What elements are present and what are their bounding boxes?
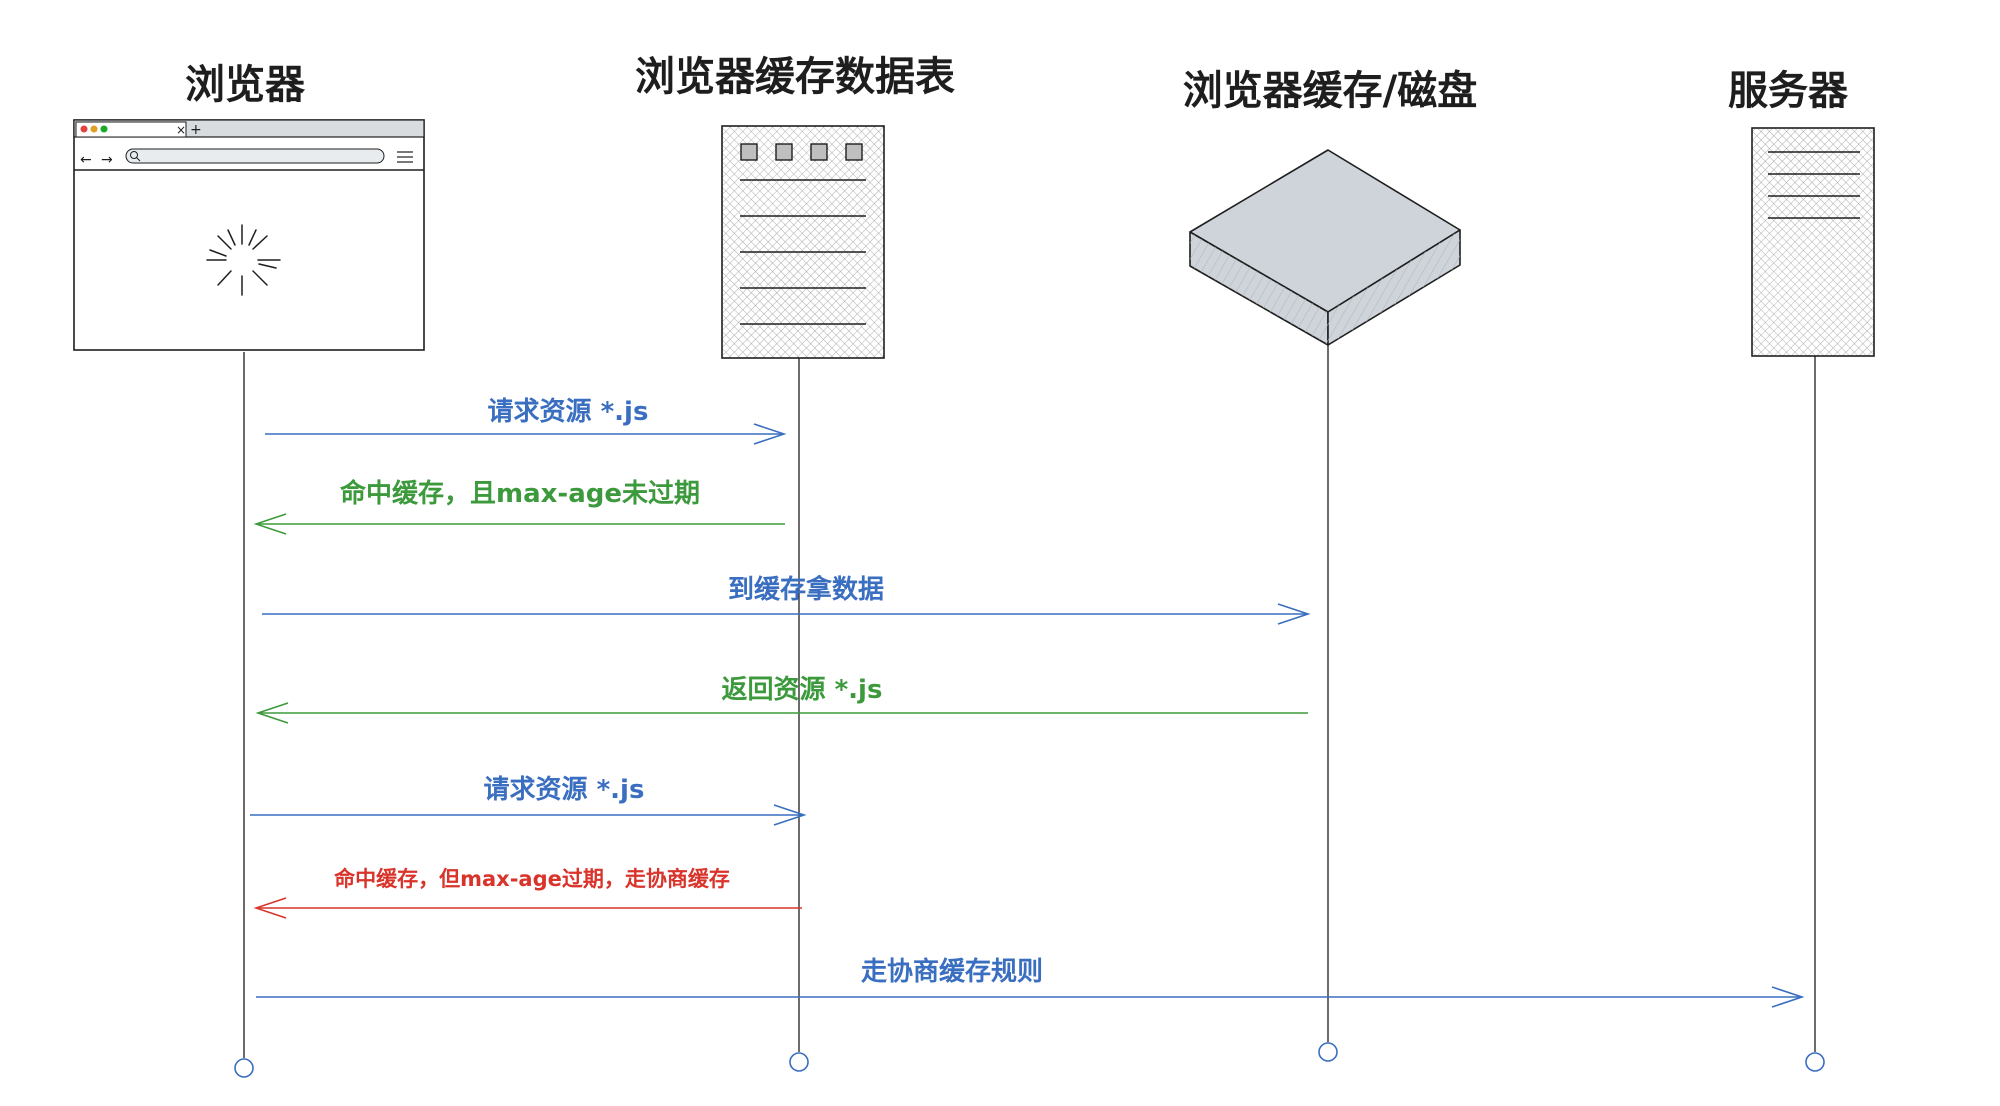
message-return-resource: 返回资源 *.js [255,675,1308,724]
search-icon [130,151,141,162]
disk-storage-icon [1189,149,1461,346]
server-title: 服务器 [1728,68,1849,114]
message-label: 返回资源 *.js [722,675,883,705]
message-request-table: 请求资源 *.js [265,397,787,445]
message-label: 请求资源 *.js [488,397,649,427]
message-label: 命中缓存，但max-age过期，走协商缓存 [334,867,730,891]
message-cache-hit-fresh: 命中缓存，且max-age未过期 [253,478,785,535]
message-label: 走协商缓存规则 [861,956,1043,987]
message-label: 命中缓存，且max-age未过期 [340,478,700,509]
cache-table-title: 浏览器缓存数据表 [635,54,955,100]
back-arrow-icon: ← [80,152,92,168]
message-negotiate-server: 走协商缓存规则 [256,956,1805,1008]
browser-window-icon: × + ← → [73,119,425,351]
message-label: 请求资源 *.js [484,775,645,805]
cache-disk-title: 浏览器缓存/磁盘 [1183,68,1478,114]
browser-title: 浏览器 [185,62,306,108]
server-icon [1751,127,1875,357]
message-cache-hit-expired: 命中缓存，但max-age过期，走协商缓存 [253,867,802,919]
server-lifeline-end [1805,1052,1825,1072]
browser-lifeline-end [234,1058,254,1078]
menu-icon [397,151,413,163]
new-tab-icon: + [190,122,202,138]
tab-close-icon: × [176,123,186,137]
message-label: 到缓存拿数据 [728,574,884,605]
loading-spinner-icon [206,224,281,296]
window-minimize-dot [90,125,98,133]
cache-table-document-icon [721,125,885,359]
cache-disk-lifeline-end [1318,1042,1338,1062]
message-fetch-disk: 到缓存拿数据 [262,574,1311,625]
address-bar [125,148,385,164]
window-maximize-dot [100,125,108,133]
message-request-table-again: 请求资源 *.js [250,775,807,826]
cache-table-lifeline-end [789,1052,809,1072]
forward-arrow-icon: → [101,152,113,168]
window-close-dot [80,125,88,133]
